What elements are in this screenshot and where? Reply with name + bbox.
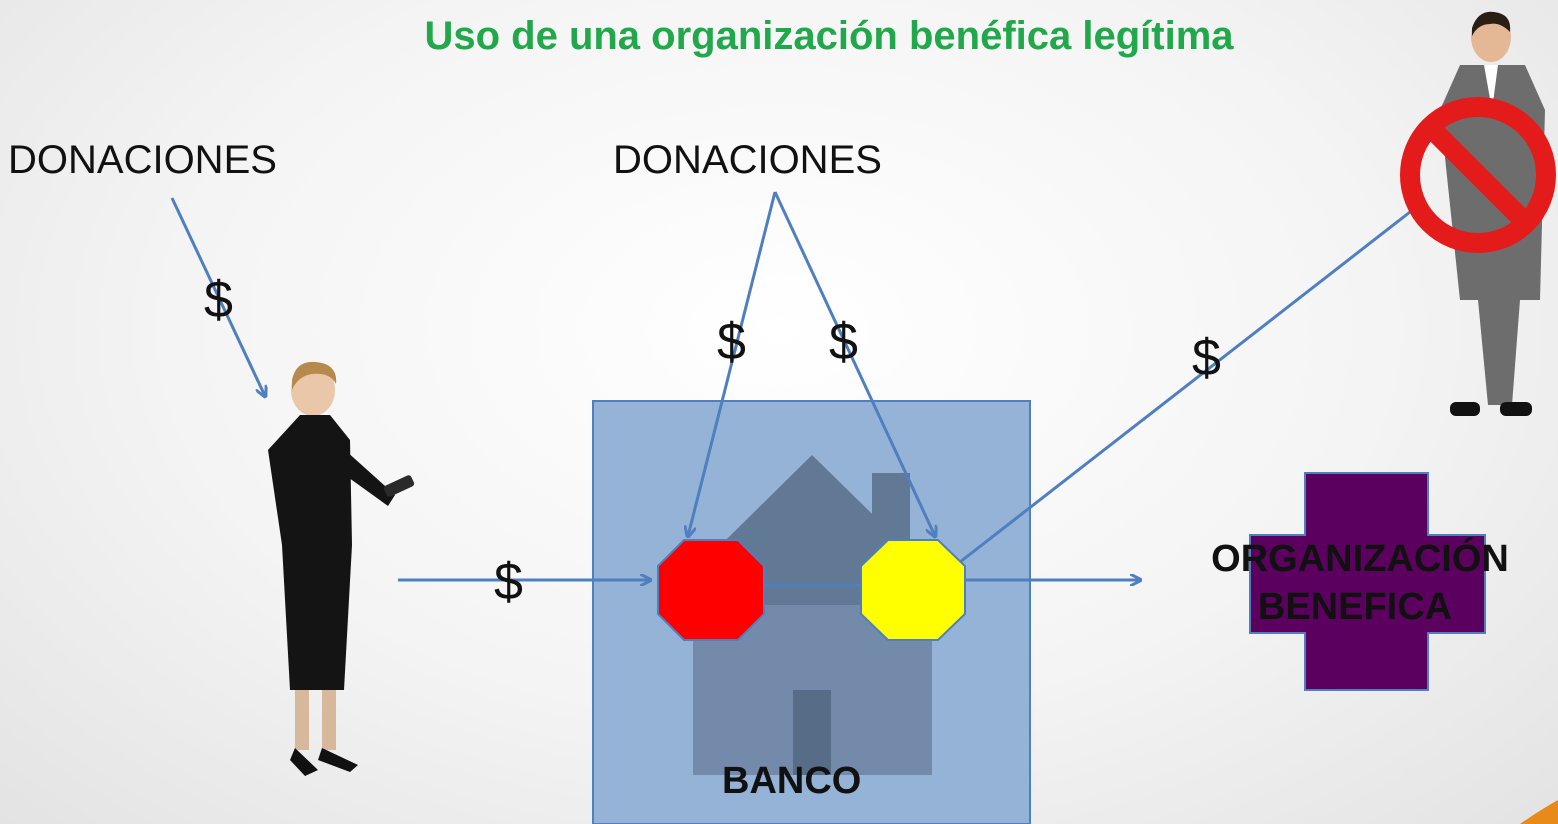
dollar-sign-center-right: $ xyxy=(829,313,858,371)
dollar-sign-center-left: $ xyxy=(717,313,746,371)
left-donations-label: DONACIONES xyxy=(8,138,277,182)
dollar-sign-donor: $ xyxy=(494,553,523,611)
corner-accent xyxy=(1520,800,1558,824)
arrow-left-donations xyxy=(170,197,265,396)
arrow-donations-to-red xyxy=(688,191,777,536)
charity-label-line1: ORGANIZACIÓN xyxy=(1211,538,1509,580)
prohibited-icon xyxy=(1400,97,1556,253)
yellow-node xyxy=(860,539,966,641)
page-title: Uso de una organización benéfica legítim… xyxy=(424,14,1234,58)
charity-label: ORGANIZACIÓN BENEFICA xyxy=(1170,535,1550,631)
charity-cross-icon xyxy=(1249,472,1486,691)
charity-label-line2: BENEFICA xyxy=(1257,586,1453,628)
arrow-yellow-to-man xyxy=(959,210,1411,564)
bank-label: BANCO xyxy=(722,760,862,802)
dollar-sign-left: $ xyxy=(204,271,233,329)
businesswoman-icon xyxy=(268,361,415,776)
red-node xyxy=(657,539,765,641)
dollar-sign-right: $ xyxy=(1192,329,1221,387)
center-donations-label: DONACIONES xyxy=(613,138,882,182)
arrow-donations-to-yellow xyxy=(773,191,935,536)
